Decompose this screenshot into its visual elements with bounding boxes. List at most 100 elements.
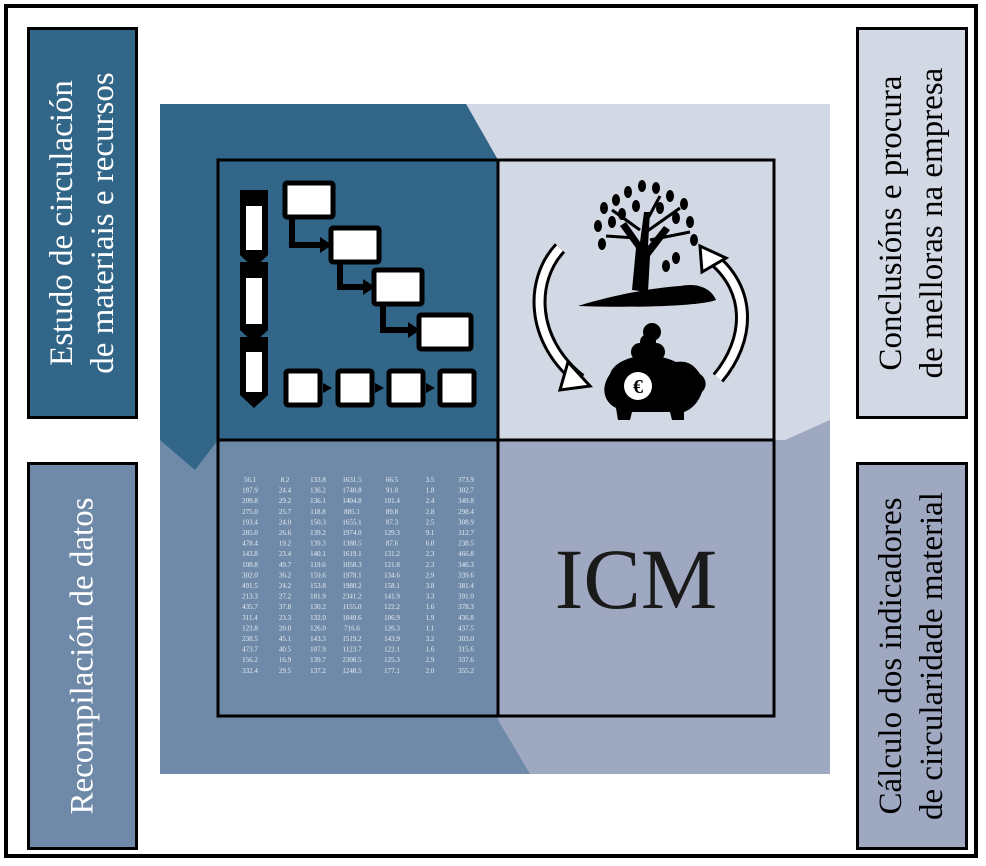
table-cell: 298.4: [458, 508, 474, 516]
table-cell: 119.6: [310, 561, 326, 569]
table-cell: 66.5: [386, 476, 399, 484]
table-cell: 2.4: [426, 497, 435, 505]
table-cell: 1.6: [426, 646, 435, 654]
table-cell: 478.4: [242, 540, 258, 548]
table-cell: 2.5: [426, 518, 435, 526]
quadrant-data: [216, 438, 500, 718]
table-cell: 49.7: [279, 561, 292, 569]
table-cell: 143.9: [384, 635, 400, 643]
table-cell: 1388.5: [342, 540, 362, 548]
table-cell: 308.9: [458, 518, 474, 526]
tree-and-piggy-bank-cycle-icon: €: [532, 180, 749, 420]
table-cell: 37.8: [279, 603, 292, 611]
table-cell: 275.0: [242, 508, 258, 516]
table-cell: 1740.8: [342, 487, 362, 495]
table-cell: 19.2: [279, 540, 292, 548]
table-cell: 139.7: [310, 656, 326, 664]
table-cell: 1049.6: [342, 614, 362, 622]
table-cell: 126.0: [310, 624, 326, 632]
table-cell: 373.9: [458, 476, 474, 484]
table-cell: 159.6: [310, 571, 326, 579]
table-cell: 193.4: [242, 518, 258, 526]
table-cell: 1619.1: [342, 550, 362, 558]
table-cell: 2341.2: [342, 593, 362, 601]
table-cell: 139.3: [310, 540, 326, 548]
table-cell: 6.0: [426, 540, 435, 548]
table-cell: 118.8: [310, 508, 326, 516]
table-cell: 466.8: [458, 550, 474, 558]
table-cell: 381.4: [458, 582, 474, 590]
table-cell: 3.8: [426, 582, 435, 590]
table-cell: 285.0: [242, 529, 258, 537]
table-cell: 122.1: [384, 646, 400, 654]
table-cell: 302.7: [458, 487, 474, 495]
table-cell: 2.9: [426, 656, 435, 664]
table-cell: 491.5: [242, 582, 258, 590]
table-cell: 437.5: [458, 624, 474, 632]
table-cell: 101.4: [384, 497, 400, 505]
table-cell: 238.5: [242, 635, 258, 643]
table-cell: 150.3: [310, 518, 326, 526]
table-cell: 132.0: [310, 614, 326, 622]
table-cell: 885.1: [344, 508, 360, 516]
table-cell: 156.2: [242, 656, 258, 664]
table-cell: 87.6: [386, 540, 399, 548]
table-cell: 435.7: [242, 603, 258, 611]
cycle-arrow-left-tip: [160, 104, 498, 470]
table-cell: 436.8: [458, 614, 474, 622]
table-cell: 3.3: [426, 593, 435, 601]
table-cell: 238.5: [458, 540, 474, 548]
table-cell: 1631.5: [342, 476, 362, 484]
table-cell: 2.3: [426, 550, 435, 558]
table-cell: 134.6: [384, 571, 400, 579]
table-cell: 1058.3: [342, 561, 362, 569]
table-cell: 143.8: [242, 550, 258, 558]
table-cell: 2.3: [426, 561, 435, 569]
table-cell: 1155.0: [343, 603, 362, 611]
table-cell: 140.1: [310, 550, 326, 558]
table-cell: 89.8: [386, 508, 399, 516]
table-cell: 26.6: [279, 529, 292, 537]
table-cell: 126.3: [384, 624, 400, 632]
table-cell: 303.0: [458, 635, 474, 643]
flowchart-icon: [240, 180, 477, 408]
table-cell: 29.2: [279, 497, 292, 505]
table-cell: 133.8: [310, 476, 326, 484]
table-cell: 349.8: [458, 497, 474, 505]
table-cell: 122.2: [384, 603, 400, 611]
table-cell: 181.9: [310, 593, 326, 601]
table-cell: 139.2: [310, 529, 326, 537]
table-cell: 24.0: [279, 518, 292, 526]
table-cell: 23.4: [279, 550, 292, 558]
table-cell: 153.8: [310, 582, 326, 590]
table-cell: 378.3: [458, 603, 474, 611]
table-cell: 2.9: [426, 571, 435, 579]
table-cell: 346.3: [458, 561, 474, 569]
table-cell: 1980.2: [342, 582, 362, 590]
table-cell: 56.1: [244, 476, 257, 484]
table-cell: 108.8: [242, 561, 258, 569]
table-cell: 1123.7: [343, 646, 362, 654]
table-cell: 337.6: [458, 656, 474, 664]
table-cell: 143.3: [310, 635, 326, 643]
table-cell: 3.5: [426, 476, 435, 484]
table-cell: 1248.5: [342, 667, 362, 675]
table-cell: 16.9: [279, 656, 292, 664]
table-cell: 87.3: [386, 518, 399, 526]
table-cell: 391.0: [458, 593, 474, 601]
table-cell: 1655.1: [342, 518, 362, 526]
table-cell: 24.4: [279, 487, 292, 495]
table-cell: 129.3: [384, 529, 400, 537]
table-cell: 45.1: [279, 635, 292, 643]
table-cell: 1974.0: [342, 529, 362, 537]
table-cell: 3.2: [426, 635, 435, 643]
table-cell: 9.1: [426, 529, 435, 537]
table-cell: 131.2: [384, 550, 400, 558]
table-cell: 24.2: [279, 582, 292, 590]
table-cell: 27.2: [279, 593, 292, 601]
table-cell: 29.5: [279, 667, 292, 675]
table-cell: 136.1: [310, 497, 326, 505]
table-cell: 125.3: [384, 656, 400, 664]
table-cell: 20.0: [279, 624, 292, 632]
